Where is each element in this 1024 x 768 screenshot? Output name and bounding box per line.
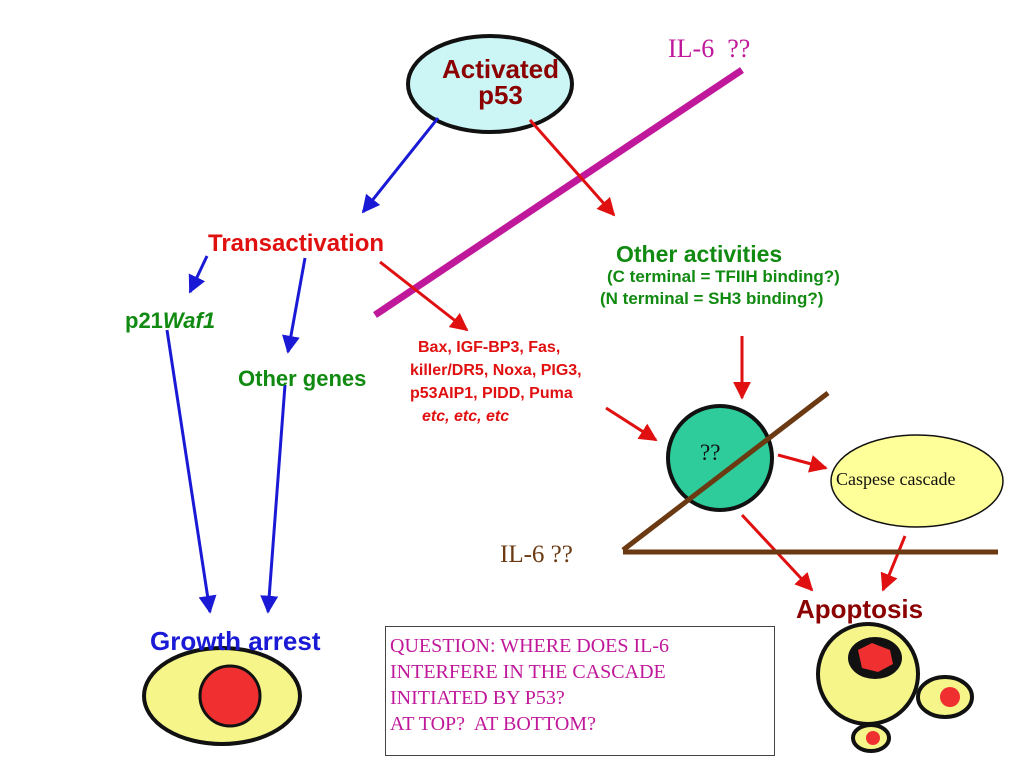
activated-p53-label: Activated p53 xyxy=(418,56,583,108)
growth-arrest-cell-icon xyxy=(142,646,302,746)
genes-list-label: Bax, IGF-BP3, Fas, killer/DR5, Noxa, PIG… xyxy=(410,336,582,428)
caspase-cascade-node xyxy=(830,434,1004,528)
question-line2: INTERFERE IN THE CASCADE xyxy=(390,661,666,683)
apoptosis-label: Apoptosis xyxy=(796,594,924,624)
growth-arrest-label: Growth arrest xyxy=(150,626,321,656)
activated-p53-line2: p53 xyxy=(478,80,523,110)
activated-p53-node xyxy=(406,34,574,134)
il6-bottom-diagonal-line xyxy=(621,391,830,552)
p21-suffix: Waf1 xyxy=(162,308,216,333)
arrow-p53-to-other-activities xyxy=(528,119,616,217)
arrow-unknown-to-caspase xyxy=(777,453,828,473)
arrow-transactivation-to-genes xyxy=(379,260,469,332)
arrow-p53-to-transactivation xyxy=(361,117,440,214)
p21-waf1-label: p21Waf1 xyxy=(125,308,215,334)
genes-list-line2: killer/DR5, Noxa, PIG3, xyxy=(410,362,582,379)
il6-top-line xyxy=(373,67,744,318)
arrow-caspase-to-apoptosis xyxy=(880,535,907,592)
unknown-node-label: ?? xyxy=(700,440,721,465)
arrow-genes-to-unknown xyxy=(605,406,658,442)
genes-list-line4: etc, etc, etc xyxy=(422,408,510,425)
arrow-transactivation-to-other-genes xyxy=(282,257,307,354)
il6-bottom-label: IL-6 ?? xyxy=(500,541,573,568)
arrow-transactivation-to-p21 xyxy=(188,255,209,294)
other-activities-line1: (C terminal = TFIIH binding?) xyxy=(607,267,840,286)
question-line1: QUESTION: WHERE DOES IL-6 xyxy=(390,635,670,657)
question-line3: INITIATED BY P53? xyxy=(390,687,565,709)
other-activities-line2: (N terminal = SH3 binding?) xyxy=(600,289,824,308)
p21-prefix: p21 xyxy=(125,308,163,333)
other-activities-title: Other activities xyxy=(616,241,783,267)
genes-list-line3: p53AIP1, PIDD, Puma xyxy=(410,385,573,402)
caspase-cascade-label: Caspese cascade xyxy=(836,469,956,489)
apoptotic-cells-icon xyxy=(816,622,974,753)
unknown-node xyxy=(666,404,774,512)
genes-list-line1: Bax, IGF-BP3, Fas, xyxy=(418,339,561,356)
il6-top-label: IL-6 ?? xyxy=(668,34,751,63)
other-genes-label: Other genes xyxy=(238,366,367,391)
arrow-p21-to-growth-arrest xyxy=(165,329,217,614)
transactivation-label: Transactivation xyxy=(208,230,385,257)
arrow-other-genes-to-growth-arrest xyxy=(260,384,287,614)
question-line4: AT TOP? AT BOTTOM? xyxy=(390,713,596,735)
question-box: QUESTION: WHERE DOES IL-6 INTERFERE IN T… xyxy=(385,626,775,756)
activated-p53-line1: Activated xyxy=(441,54,560,84)
